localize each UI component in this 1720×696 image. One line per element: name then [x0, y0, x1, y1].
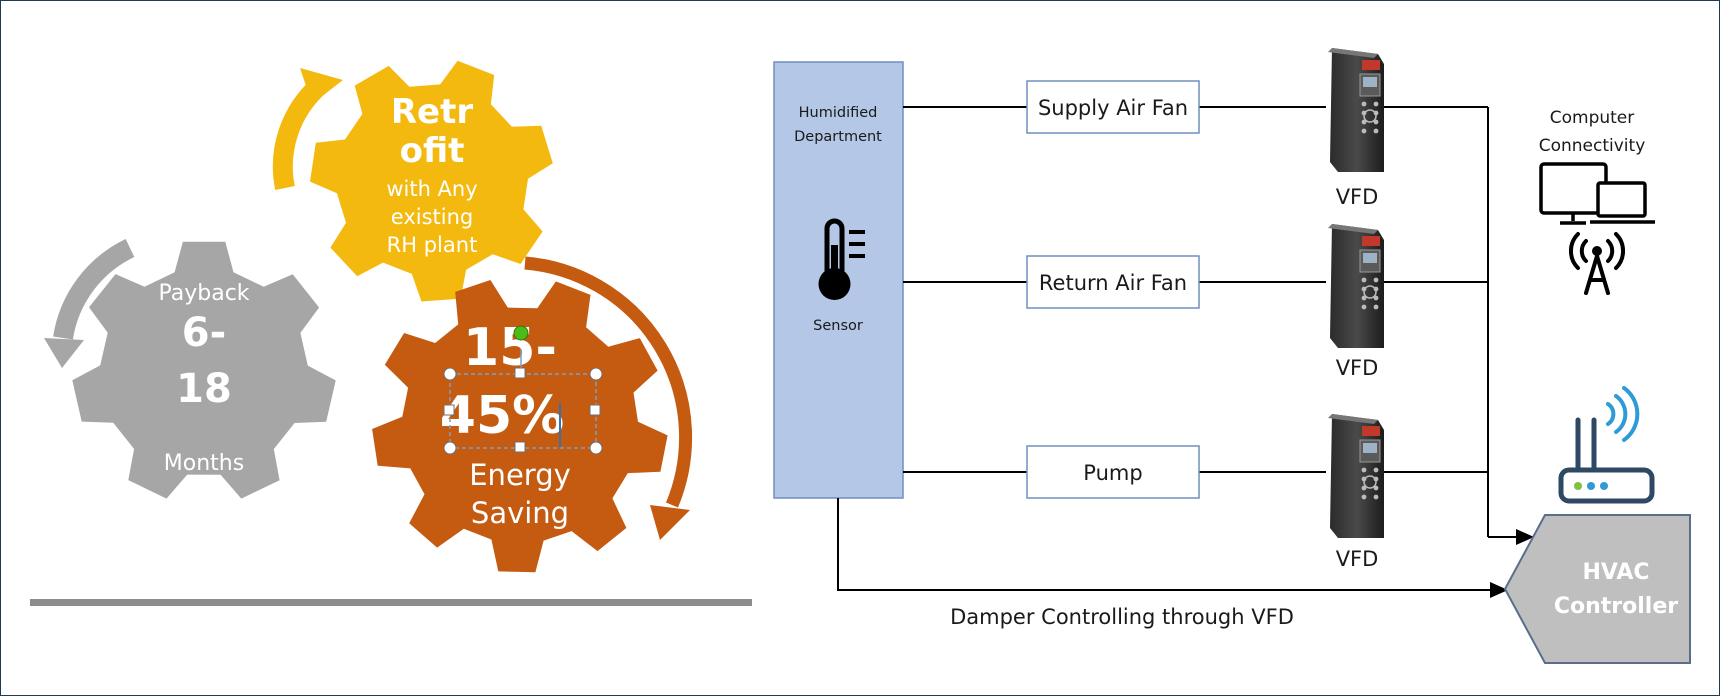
retrofit-body-line1: with Any: [386, 177, 477, 201]
payback-value-line2: 18: [176, 366, 232, 412]
yellow-arrowhead: [300, 68, 343, 104]
energy-value-line2: 45%: [440, 386, 564, 446]
fan-box-3: [1026, 445, 1200, 499]
orange-cycle-arrow: [524, 256, 693, 508]
controller-label-line2: Controller: [1554, 594, 1678, 619]
energy-value-line1: 15-: [463, 318, 557, 378]
fan-label-2: Return Air Fan: [1039, 271, 1187, 295]
computer-label-line1: Computer: [1550, 108, 1635, 128]
vfd-label-1: VFD: [1336, 185, 1379, 209]
gray-arrowhead: [44, 338, 84, 368]
sensor-box-title-line2: Department: [794, 129, 882, 145]
retrofit-body-line2: existing: [391, 205, 473, 229]
gear-yellow-body: [310, 60, 553, 302]
payback-bottom: Months: [164, 451, 244, 476]
gear-gray-body: [72, 241, 336, 499]
selection-frame[interactable]: [443, 325, 603, 455]
retrofit-gear: [310, 60, 553, 302]
computer-laptop-icon: [1539, 162, 1655, 225]
sensor-box-title-line1: Humidified: [799, 105, 878, 121]
sensor-label: Sensor: [813, 318, 863, 334]
energy-caption-line1: Energy: [469, 458, 571, 492]
fan-box-1: [1026, 80, 1200, 134]
thermometer-icon: [818, 218, 865, 300]
damper-label: Damper Controlling through VFD: [950, 605, 1294, 629]
retrofit-title-line1: Retr: [391, 92, 473, 132]
orange-arrowhead: [650, 505, 690, 540]
signal-lines: [903, 106, 1489, 537]
controller-label-line1: HVAC: [1582, 560, 1649, 585]
computer-label-line2: Connectivity: [1539, 136, 1646, 156]
retrofit-title-line2: ofit: [400, 131, 465, 171]
fan-label-1: Supply Air Fan: [1038, 96, 1188, 120]
rotate-handle[interactable]: [513, 325, 529, 341]
payback-gear: [72, 241, 336, 499]
wifi-router-icon: [1558, 386, 1655, 504]
antenna-icon: [1568, 232, 1626, 295]
retrofit-body-line3: RH plant: [387, 233, 478, 257]
payback-value-line1: 6-: [182, 310, 226, 356]
gray-cycle-arrow: [53, 238, 135, 340]
energy-saving-gear: [372, 280, 668, 573]
vfd-drive-icon: [1328, 48, 1384, 172]
fan-box-2: [1026, 255, 1200, 309]
vfd-drive-icon: [1328, 414, 1384, 538]
energy-caption-line2: Saving: [471, 496, 569, 530]
baseline-rule: [30, 599, 752, 606]
payback-top: Payback: [158, 281, 249, 306]
vfd-label-3: VFD: [1336, 547, 1379, 571]
vfd-drive-icon: [1328, 224, 1384, 348]
vfd-label-2: VFD: [1336, 356, 1379, 380]
gear-orange-body: [372, 280, 668, 573]
damper-line: [837, 498, 1502, 591]
fan-label-3: Pump: [1083, 461, 1142, 485]
hvac-controller: [1503, 514, 1691, 664]
